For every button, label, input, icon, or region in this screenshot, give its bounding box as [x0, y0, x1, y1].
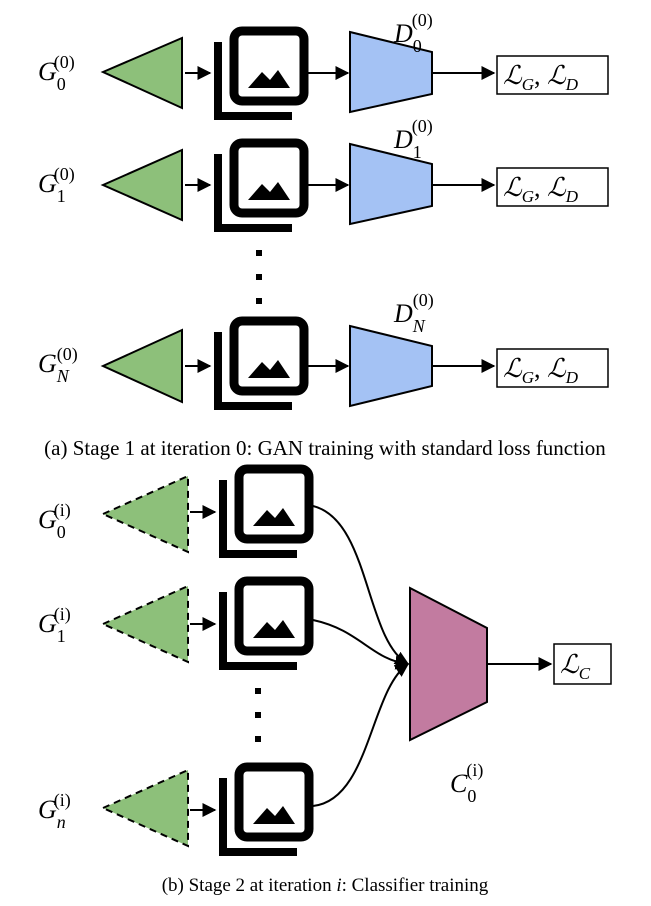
stage2-caption: (b) Stage 2 at iteration i: Classifier t…: [162, 875, 489, 896]
generator-block: [100, 148, 183, 222]
curved-arrow: [312, 505, 410, 665]
stage1-caption: (a) Stage 1 at iteration 0: GAN training…: [44, 436, 606, 460]
generator-block-frozen: [100, 584, 189, 664]
vertical-ellipsis: [255, 688, 261, 742]
generator-block-frozen: [100, 474, 189, 554]
generator-label: G0(0): [38, 52, 75, 94]
classifier-label: C0(i): [450, 760, 483, 806]
generator-block: [100, 328, 183, 404]
curved-arrow: [312, 663, 410, 807]
image-stack-icon: [219, 762, 314, 856]
generator-label: G1(i): [38, 604, 71, 646]
image-stack-icon: [214, 138, 309, 232]
stage1-row-2: GN(0) DN(0) ℒG, ℒD: [38, 290, 609, 410]
image-stack-icon: [219, 464, 314, 558]
generator-label: G0(i): [38, 500, 71, 542]
discriminator-block: [349, 324, 433, 408]
stage2-row-1: G1(i): [38, 576, 410, 670]
loss-box: [496, 348, 609, 388]
stage2-row-0: G0(i): [38, 464, 410, 665]
image-stack-icon: [214, 26, 309, 120]
generator-label: GN(0): [38, 344, 78, 386]
stage1-row-1: G1(0) D1(0) ℒG, ℒD: [38, 116, 609, 232]
stage2-row-2: Gn(i): [38, 663, 410, 856]
generator-block: [100, 36, 183, 110]
generator-block-frozen: [100, 768, 189, 848]
generator-label: G1(0): [38, 164, 75, 206]
loss-box: [496, 55, 609, 95]
image-stack-icon: [219, 576, 314, 670]
discriminator-label: DN(0): [393, 290, 434, 336]
vertical-ellipsis: [256, 250, 262, 304]
stage1-row-0: G0(0) D0(0) ℒG, ℒD: [38, 10, 609, 120]
discriminator-block: [349, 142, 433, 226]
loss-label: ℒG, ℒD: [503, 354, 579, 387]
discriminator-label: D1(0): [393, 116, 433, 162]
loss-box: [496, 167, 609, 207]
image-stack-icon: [214, 316, 309, 410]
curved-arrow: [312, 619, 410, 670]
discriminator-block: [349, 30, 433, 114]
stage2: G0(i) G1(i): [38, 464, 612, 896]
discriminator-label: D0(0): [393, 10, 433, 56]
loss-box: [553, 643, 612, 685]
loss-label: ℒC: [560, 650, 591, 683]
stage1: G0(0) D0(0) ℒG, ℒD G1(0): [38, 10, 609, 460]
classifier-block: [409, 586, 488, 742]
loss-label: ℒG, ℒD: [503, 173, 579, 206]
generator-label: Gn(i): [38, 790, 71, 832]
loss-label: ℒG, ℒD: [503, 61, 579, 94]
